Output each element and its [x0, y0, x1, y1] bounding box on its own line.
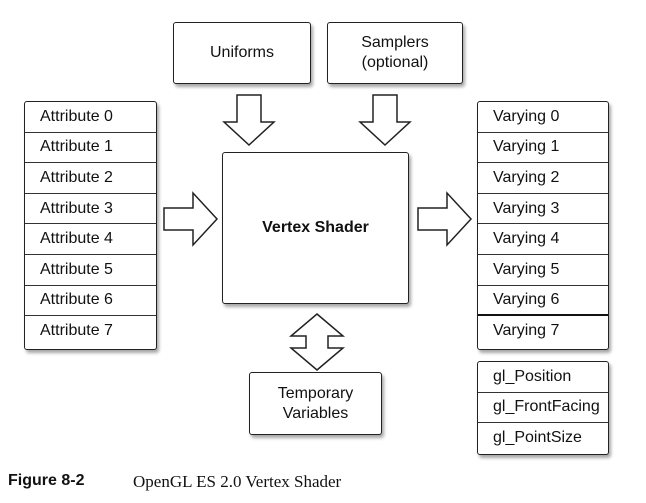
varying-cell: Varying 3	[478, 194, 608, 225]
variables-label: Variables	[282, 404, 349, 422]
samplers-optional-label: (optional)	[361, 54, 429, 71]
varying-cell: Varying 7	[493, 322, 560, 340]
attributes-stack: Attribute 0 Attribute 1 Attribute 2 Attr…	[24, 101, 157, 350]
figure-number: Figure 8-2	[8, 472, 85, 489]
attribute-cell: Attribute 1	[25, 133, 156, 164]
varying-cell: Varying 0	[478, 102, 608, 133]
varying-cell: Varying 4	[478, 224, 608, 255]
attribute-cell: Attribute 5	[25, 255, 156, 286]
attribute-cell: Attribute 2	[25, 163, 156, 194]
varying-cell: Varying 6	[478, 286, 608, 317]
varying-cell: Varying 1	[478, 133, 608, 164]
attribute-cell: Attribute 4	[25, 224, 156, 255]
samplers-label: Samplers	[361, 34, 429, 51]
varyings-stack: Varying 0 Varying 1 Varying 2 Varying 3 …	[477, 101, 609, 350]
builtin-output-cell: gl_FrontFacing	[478, 393, 608, 424]
attributes-to-shader-arrow	[163, 191, 219, 247]
varying-cell: Varying 2	[478, 163, 608, 194]
builtin-output-cell: gl_Position	[478, 362, 608, 393]
samplers-to-shader-arrow	[358, 94, 412, 147]
builtin-output-cell: gl_PointSize	[493, 429, 582, 447]
figure-caption: Figure 8-2 OpenGL ES 2.0 Vertex Shader	[8, 472, 341, 491]
vertex-shader-label: Vertex Shader	[262, 219, 369, 236]
varying-cell: Varying 5	[478, 255, 608, 286]
shader-temporary-double-arrow	[288, 313, 346, 371]
uniforms-label: Uniforms	[209, 44, 274, 61]
figure-title: OpenGL ES 2.0 Vertex Shader	[133, 472, 342, 491]
attribute-cell: Attribute 0	[25, 102, 156, 133]
samplers-box: Samplers (optional)	[327, 22, 463, 84]
temporary-variables-box: Temporary Variables	[249, 372, 382, 435]
attribute-cell: Attribute 3	[25, 194, 156, 225]
attribute-cell: Attribute 7	[40, 322, 113, 340]
builtin-outputs-stack: gl_Position gl_FrontFacing gl_PointSize	[477, 361, 609, 455]
shader-to-varyings-arrow	[417, 191, 473, 247]
uniforms-to-shader-arrow	[222, 94, 276, 147]
vertex-shader-box: Vertex Shader	[222, 152, 409, 304]
temporary-label: Temporary	[277, 384, 354, 402]
uniforms-box: Uniforms	[173, 22, 311, 84]
attribute-cell: Attribute 6	[25, 286, 156, 317]
